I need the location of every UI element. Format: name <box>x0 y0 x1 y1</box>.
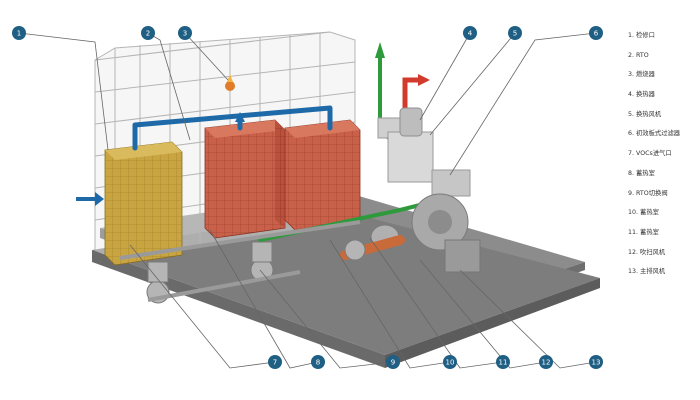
svg-text:5: 5 <box>513 30 517 38</box>
svg-text:4: 4 <box>468 30 473 38</box>
callout-10: 10 <box>443 355 457 369</box>
flow-arrow-green-icon <box>375 42 385 58</box>
legend-item: 9. RTO切换阀 <box>628 189 668 197</box>
legend-item: 2. RTO <box>628 51 649 59</box>
callout-4: 4 <box>463 26 477 40</box>
svg-text:3: 3 <box>183 30 187 38</box>
legend-item: 8. 蓄热室 <box>628 169 655 177</box>
legend-item: 5. 换热风机 <box>628 110 662 118</box>
legend-item: 3. 燃烧器 <box>628 71 655 79</box>
callout-3: 3 <box>178 26 192 40</box>
legend-item: 4. 换热器 <box>628 91 655 99</box>
flow-arrow-red-icon <box>418 74 430 86</box>
callout-11: 11 <box>496 355 510 369</box>
callout-5: 5 <box>508 26 522 40</box>
svg-text:9: 9 <box>391 359 395 367</box>
callout-7: 7 <box>268 355 282 369</box>
svg-text:7: 7 <box>273 359 277 367</box>
callout-13: 13 <box>589 355 603 369</box>
regenerator-chamber-red-2 <box>284 119 361 231</box>
regenerator-chamber-red-1 <box>204 119 286 239</box>
callout-2: 2 <box>141 26 155 40</box>
svg-text:8: 8 <box>316 359 320 367</box>
bottom-manifold <box>119 220 361 302</box>
callout-1: 1 <box>12 26 26 40</box>
callout-markers: 1 2 3 4 5 6 7 8 9 10 11 12 13 <box>12 26 603 369</box>
svg-text:2: 2 <box>146 30 150 38</box>
svg-text:1: 1 <box>17 30 21 38</box>
legend-item: 1. 检修口 <box>628 32 655 39</box>
svg-text:13: 13 <box>592 359 601 367</box>
legend-item: 11. 蓄热室 <box>628 228 659 236</box>
callout-9: 9 <box>386 355 400 369</box>
callout-6: 6 <box>589 26 603 40</box>
svg-text:6: 6 <box>594 30 599 38</box>
regenerator-chamber-yellow <box>104 141 183 266</box>
legend-item: 6. 初效板式过滤器 <box>628 130 681 138</box>
svg-text:10: 10 <box>446 359 455 367</box>
flow-arrow-blue-icon <box>235 112 245 122</box>
component-legend: 1. 检修口 2. RTO 3. 燃烧器 4. 换热器 5. 换热风机 6. 初… <box>628 26 696 282</box>
callout-12: 12 <box>539 355 553 369</box>
legend-item: 13. 主排风机 <box>628 268 666 276</box>
legend-item: 10. 蓄热室 <box>628 209 659 217</box>
burner-flame-icon <box>225 74 235 91</box>
svg-text:12: 12 <box>542 359 551 367</box>
flow-arrow-blue-icon <box>76 192 104 206</box>
svg-text:11: 11 <box>499 359 508 367</box>
legend-item: 12. 吹扫风机 <box>628 248 666 256</box>
legend-item: 7. VOCs进气口 <box>628 150 672 158</box>
callout-8: 8 <box>311 355 325 369</box>
callout-leaders <box>18 32 597 369</box>
heat-exchanger-unit <box>377 107 471 197</box>
